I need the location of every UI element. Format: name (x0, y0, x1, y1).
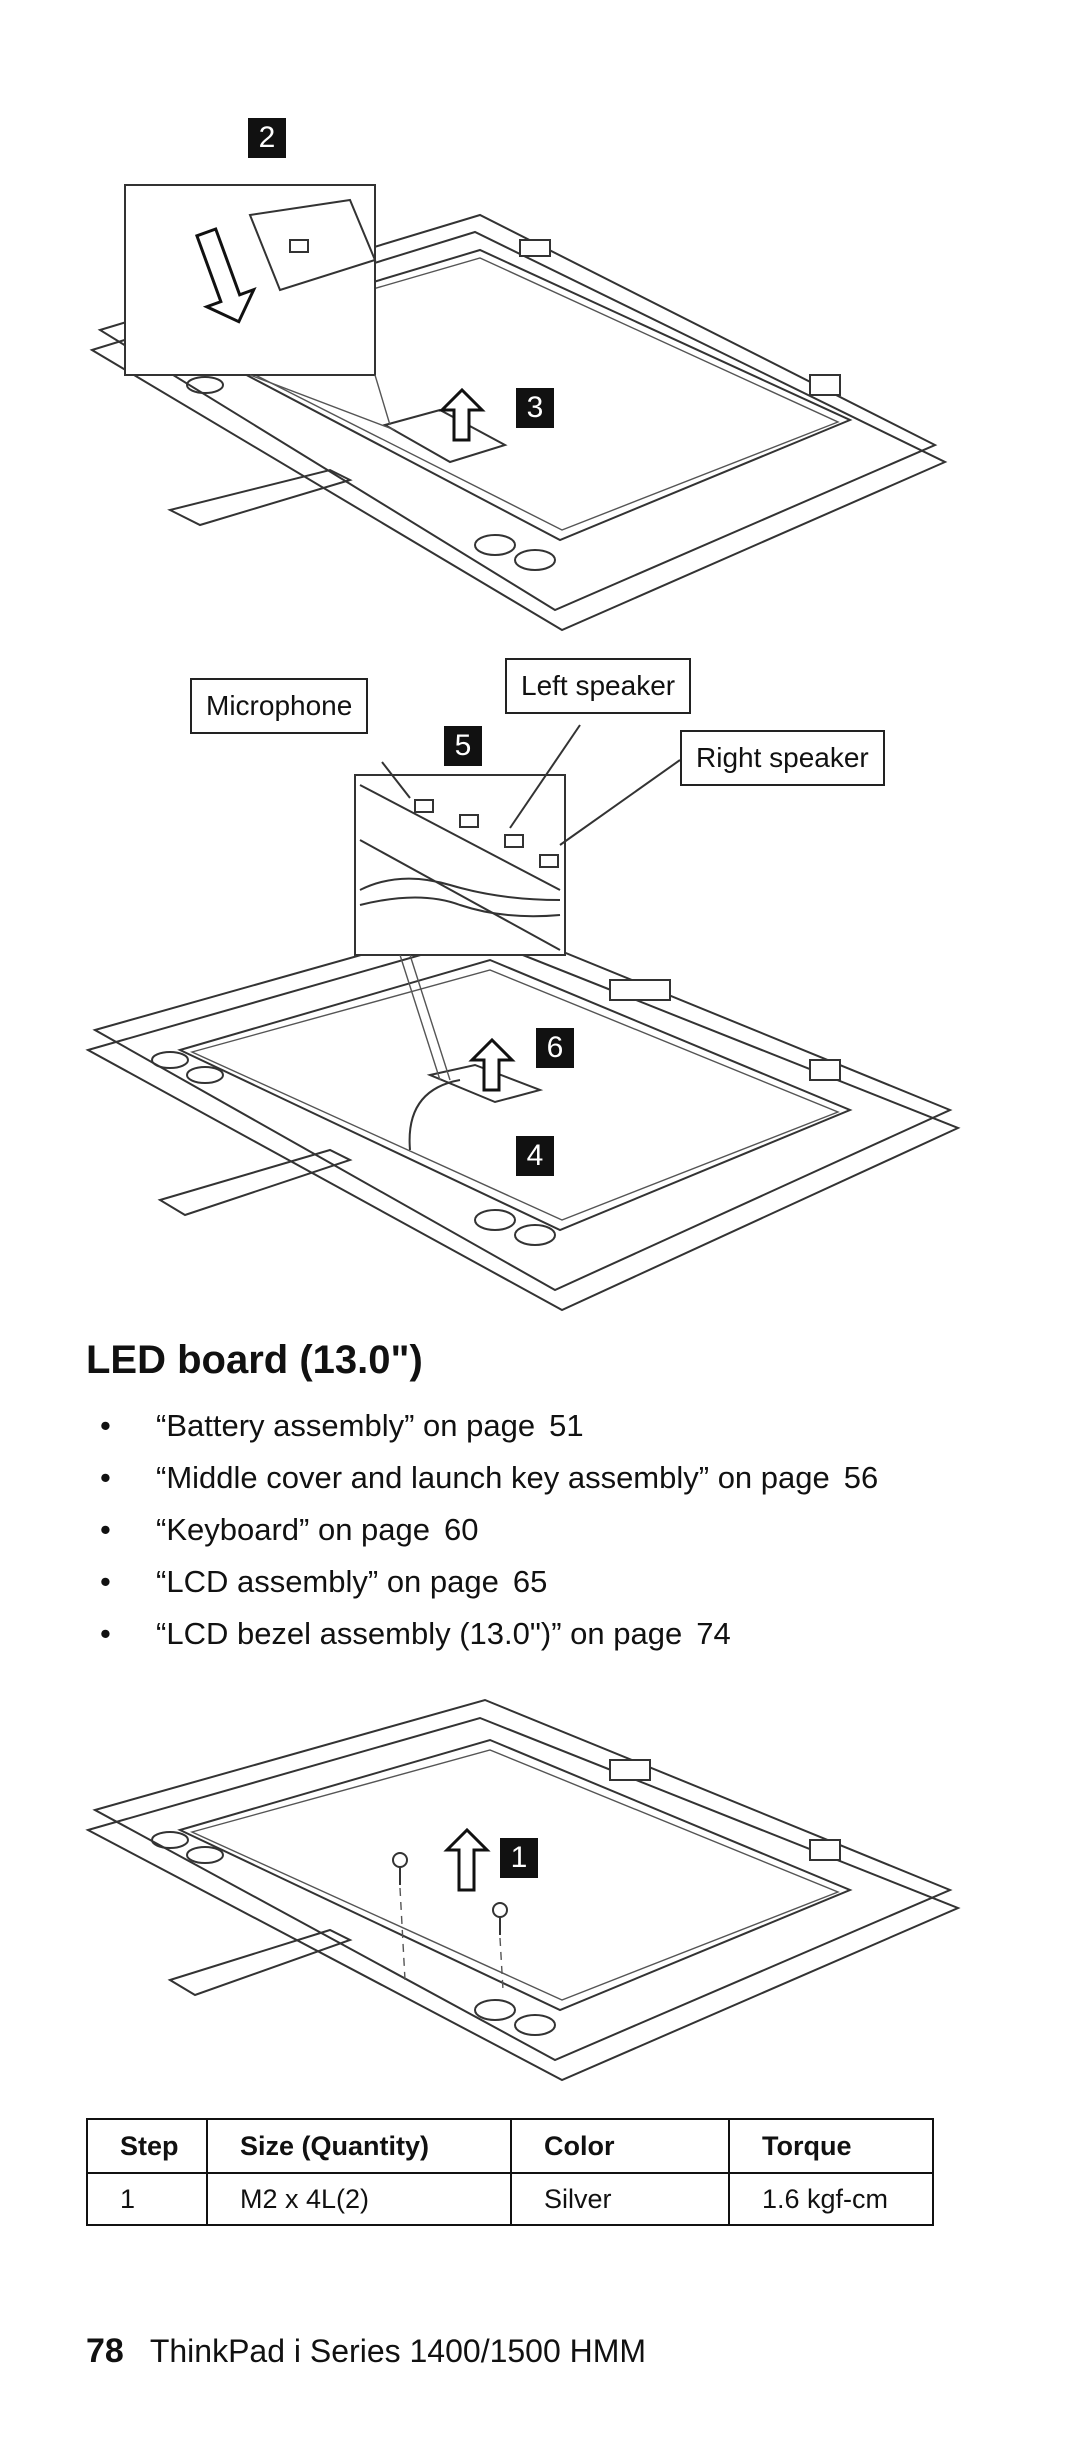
figure-3-screws-diagram (85, 1698, 961, 2082)
label-microphone: Microphone (190, 678, 369, 734)
header-torque: Torque (728, 2118, 934, 2174)
cell-size: M2 x 4L(2) (206, 2172, 512, 2226)
label-left-speaker: Left speaker (505, 658, 692, 714)
callout-4: 4 (516, 1136, 554, 1176)
screw-icon (392, 1852, 408, 1981)
screw-spec-table: Step Size (Quantity) Color Torque 1 M2 x… (86, 2118, 934, 2226)
reference-page[interactable]: 51 (549, 1408, 584, 1443)
reference-text[interactable]: “Middle cover and launch key assembly” o… (156, 1460, 830, 1495)
figure-2-connectors-diagram (85, 724, 961, 1312)
header-size: Size (Quantity) (206, 2118, 512, 2174)
reference-text[interactable]: “Keyboard” on page (156, 1512, 431, 1547)
callout-2: 2 (248, 118, 286, 158)
reference-text[interactable]: “Battery assembly” on page (156, 1408, 536, 1443)
reference-page[interactable]: 74 (696, 1616, 731, 1651)
cell-step: 1 (86, 2172, 208, 2226)
reference-item[interactable]: •“Middle cover and launch key assembly” … (100, 1460, 879, 1495)
section-title: LED board (13.0") (86, 1338, 423, 1382)
reference-text[interactable]: “LCD bezel assembly (13.0")” on page (156, 1616, 683, 1651)
cell-color: Silver (510, 2172, 730, 2226)
header-color: Color (510, 2118, 730, 2174)
reference-page[interactable]: 56 (843, 1460, 879, 1495)
reference-page[interactable]: 65 (512, 1564, 548, 1599)
callout-6: 6 (536, 1028, 574, 1068)
figure-1-bezel-diagram (89, 184, 948, 632)
cell-torque: 1.6 kgf-cm (728, 2172, 934, 2226)
reference-page[interactable]: 60 (444, 1512, 479, 1547)
label-right-speaker: Right speaker (680, 730, 885, 786)
callout-3: 3 (516, 388, 554, 428)
header-step: Step (86, 2118, 208, 2174)
table-header-row: Step Size (Quantity) Color Torque (86, 2118, 934, 2174)
page-footer: 78 ThinkPad i Series 1400/1500 HMM (86, 2332, 646, 2371)
callout-5: 5 (444, 726, 482, 766)
callout-1: 1 (500, 1838, 538, 1878)
screw-icon (492, 1902, 508, 1991)
page-number: 78 (86, 2332, 124, 2370)
document-title: ThinkPad i Series 1400/1500 HMM (149, 2333, 647, 2369)
table-row: 1 M2 x 4L(2) Silver 1.6 kgf-cm (86, 2172, 934, 2226)
reference-text[interactable]: “LCD assembly” on page (156, 1564, 499, 1599)
